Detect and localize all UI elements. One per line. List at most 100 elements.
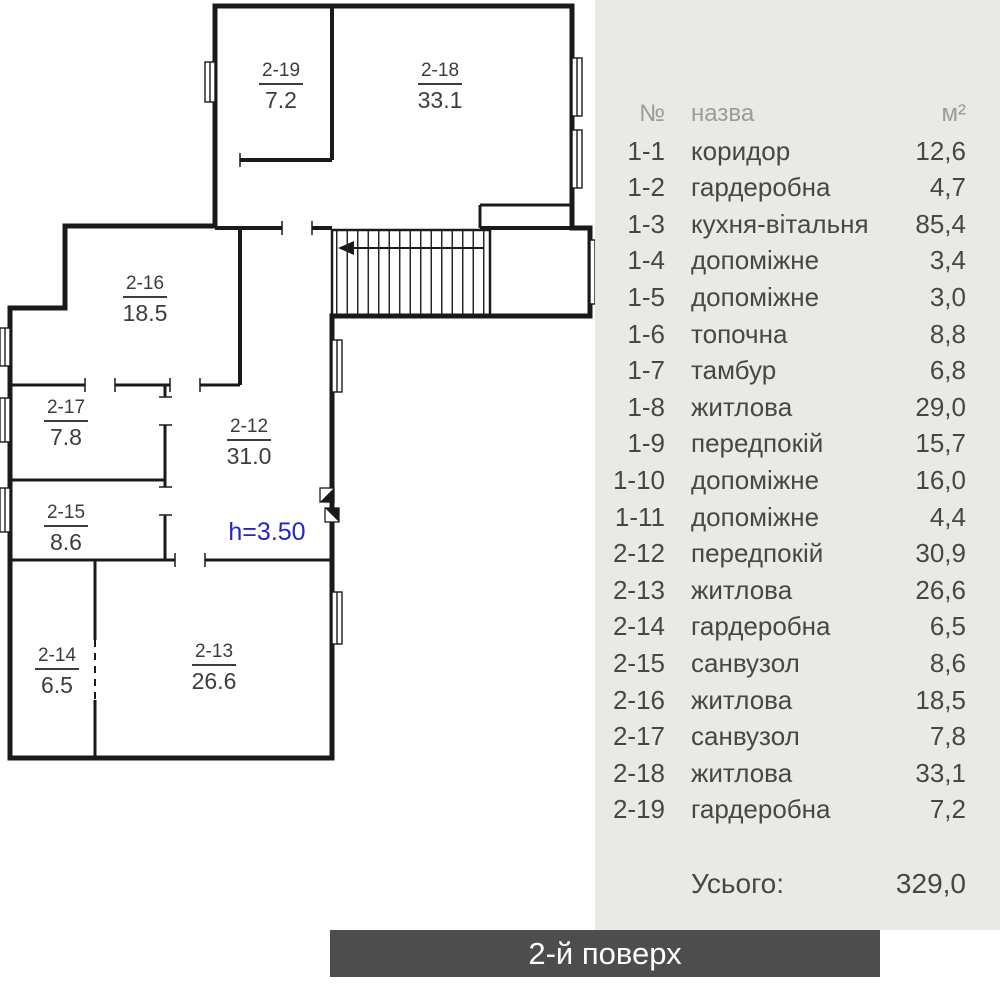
window-icon xyxy=(571,57,583,117)
room-area: 7.8 xyxy=(50,424,82,450)
room-area: 33.1 xyxy=(417,87,463,113)
row-area: 3,0 xyxy=(929,281,966,312)
row-area: 8,6 xyxy=(929,647,966,678)
row-area: 7,2 xyxy=(929,794,966,825)
row-number: 1-2 xyxy=(627,172,665,203)
row-area: 4,7 xyxy=(929,172,966,203)
table-row: 1-8 житлова 29,0 xyxy=(607,389,966,426)
row-area: 85,4 xyxy=(915,208,966,239)
ceiling-height-label: h=3.50 xyxy=(228,518,306,546)
row-number: 2-18 xyxy=(612,757,665,788)
row-name: допоміжне xyxy=(691,245,820,276)
row-number: 1-11 xyxy=(614,501,665,532)
row-name: санвузол xyxy=(691,647,800,678)
row-area: 16,0 xyxy=(915,464,966,495)
window-icon xyxy=(0,397,11,443)
table-row: 2-12 передпокій 30,9 xyxy=(607,535,966,572)
row-area: 6,5 xyxy=(929,611,966,642)
row-name: санвузол xyxy=(691,721,800,752)
room-id: 2-19 xyxy=(258,60,304,85)
window-icon xyxy=(0,487,11,533)
staircase xyxy=(330,228,492,318)
table-row: 1-7 тамбур 6,8 xyxy=(607,352,966,389)
row-name: кухня-вітальня xyxy=(691,208,869,239)
row-number: 2-16 xyxy=(612,684,665,715)
row-number: 2-13 xyxy=(612,574,665,605)
table-row: 1-2 гардеробна 4,7 xyxy=(607,169,966,206)
table-row: 1-11 допоміжне 4,4 xyxy=(607,499,966,536)
row-area: 30,9 xyxy=(915,538,966,569)
room-stamp-2-12: 2-12 31.0 xyxy=(211,416,287,469)
row-area: 12,6 xyxy=(915,135,966,166)
area-table-body: 1-1 коридор 12,6 1-2 гардеробна 4,7 1-3 … xyxy=(607,133,966,828)
row-number: 2-15 xyxy=(612,647,665,678)
header-area: м² xyxy=(941,100,967,127)
table-row: 1-3 кухня-вітальня 85,4 xyxy=(607,206,966,243)
window-icon xyxy=(204,61,216,103)
row-name: допоміжне xyxy=(691,281,820,312)
row-area: 4,4 xyxy=(929,501,966,532)
table-row: 2-14 гардеробна 6,5 xyxy=(607,608,966,645)
row-name: житлова xyxy=(691,391,793,422)
row-number: 1-9 xyxy=(627,428,665,459)
vent-shaft-symbols xyxy=(319,487,340,523)
room-stamp-2-15: 2-15 8.6 xyxy=(28,502,104,555)
row-area: 8,8 xyxy=(929,318,966,349)
row-number: 1-1 xyxy=(627,135,665,166)
interior-walls xyxy=(10,6,572,758)
row-number: 2-17 xyxy=(612,721,665,752)
area-table-panel: № назва м² 1-1 коридор 12,6 1-2 гардероб… xyxy=(595,0,1000,930)
floor-title-bar: 2-й поверх xyxy=(330,930,880,977)
table-row: 1-4 допоміжне 3,4 xyxy=(607,242,966,279)
total-value: 329,0 xyxy=(895,867,966,899)
floor-plan-svg xyxy=(0,3,601,761)
row-area: 3,4 xyxy=(929,245,966,276)
row-number: 1-10 xyxy=(612,464,665,495)
window-icon xyxy=(331,339,343,393)
row-number: 1-7 xyxy=(627,355,665,386)
row-number: 2-19 xyxy=(612,794,665,825)
room-stamp-2-14: 2-14 6.5 xyxy=(19,645,95,698)
row-name: коридор xyxy=(691,135,791,166)
table-row: 1-10 допоміжне 16,0 xyxy=(607,462,966,499)
row-name: житлова xyxy=(691,684,793,715)
room-area: 7.2 xyxy=(265,87,297,113)
total-spacer xyxy=(607,866,665,903)
room-id: 2-17 xyxy=(43,397,89,422)
window-symbols xyxy=(0,57,601,645)
table-row: 2-18 житлова 33,1 xyxy=(607,755,966,792)
row-name: передпокій xyxy=(691,428,824,459)
row-area: 7,8 xyxy=(929,721,966,752)
table-row: 2-15 санвузол 8,6 xyxy=(607,645,966,682)
room-stamp-2-17: 2-17 7.8 xyxy=(28,397,104,450)
room-stamp-2-16: 2-16 18.5 xyxy=(107,273,183,326)
row-name: тамбур xyxy=(691,355,777,386)
exterior-walls xyxy=(7,3,593,761)
row-area: 18,5 xyxy=(915,684,966,715)
table-row: 2-13 житлова 26,6 xyxy=(607,572,966,609)
room-stamp-2-19: 2-19 7.2 xyxy=(243,60,319,113)
row-number: 1-3 xyxy=(627,208,665,239)
room-area: 26.6 xyxy=(191,668,237,694)
table-row: 2-19 гардеробна 7,2 xyxy=(607,791,966,828)
header-num: № xyxy=(639,100,665,127)
window-icon xyxy=(0,327,11,367)
table-row: 1-1 коридор 12,6 xyxy=(607,133,966,170)
room-area: 6.5 xyxy=(41,672,73,698)
row-name: житлова xyxy=(691,574,793,605)
row-name: допоміжне xyxy=(691,501,820,532)
row-area: 29,0 xyxy=(915,391,966,422)
room-id: 2-15 xyxy=(43,502,89,527)
table-row: 2-17 санвузол 7,8 xyxy=(607,718,966,755)
row-area: 26,6 xyxy=(915,574,966,605)
row-name: топочна xyxy=(691,318,788,349)
table-header-row: № назва м² xyxy=(607,96,966,133)
room-area: 31.0 xyxy=(226,443,272,469)
room-id: 2-12 xyxy=(226,416,272,441)
window-icon xyxy=(331,591,343,645)
room-stamp-2-13: 2-13 26.6 xyxy=(176,641,252,694)
room-id: 2-16 xyxy=(122,273,168,298)
row-area: 15,7 xyxy=(915,428,966,459)
table-row: 1-9 передпокій 15,7 xyxy=(607,425,966,462)
table-row: 2-16 житлова 18,5 xyxy=(607,682,966,719)
